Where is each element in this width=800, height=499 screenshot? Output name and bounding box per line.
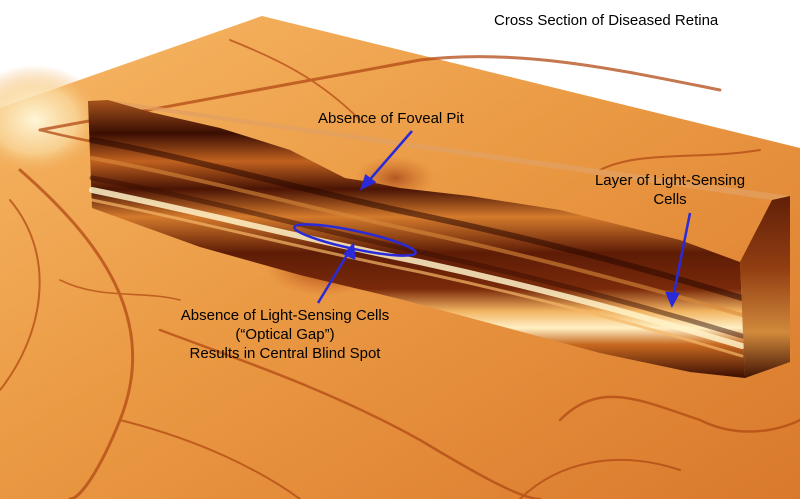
optical-gap-label: Absence of Light-Sensing Cells (“Optical… <box>150 306 420 363</box>
light-layer-line2: Cells <box>653 191 687 208</box>
optical-gap-line1: Absence of Light-Sensing Cells <box>180 307 390 324</box>
light-layer-line1: Layer of Light-Sensing <box>594 172 746 189</box>
arrow-light-layer <box>671 212 692 299</box>
annotation-arrows <box>316 130 692 308</box>
optic-disc <box>0 65 105 175</box>
arrow-optical-gap <box>316 249 352 304</box>
retinal-layers <box>89 137 745 358</box>
optical-gap-line2: (“Optical Gap”) <box>235 326 335 343</box>
blood-vessels <box>0 39 800 499</box>
slab-side <box>740 196 790 378</box>
slab-front <box>88 100 745 378</box>
slab-top <box>88 100 790 200</box>
arrow-foveal-pit <box>365 130 413 185</box>
foveal-pit-label: Absence of Foveal Pit <box>318 110 464 127</box>
figure-title: Cross Section of Diseased Retina <box>494 12 719 29</box>
light-layer-label: Layer of Light-Sensing Cells <box>560 171 780 209</box>
optical-gap-line3: Results in Central Blind Spot <box>189 345 381 362</box>
